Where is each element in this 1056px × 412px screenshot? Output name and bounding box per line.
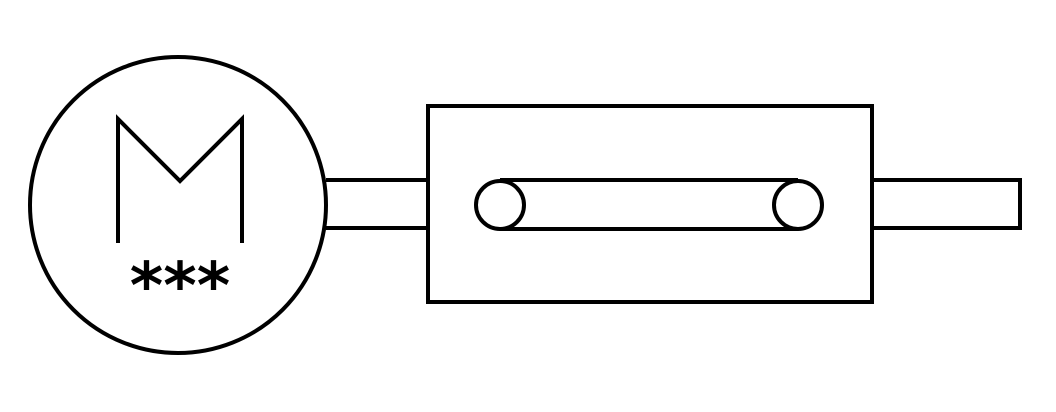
belt-drive (474, 178, 824, 231)
gearbox-housing (426, 104, 874, 304)
pulley-left-icon (474, 179, 526, 231)
motor-phase-label: *** (130, 250, 230, 324)
motor: *** (28, 55, 328, 355)
motor-m-letter-icon (116, 114, 244, 243)
motor-circle (28, 55, 328, 355)
pulley-right-icon (772, 179, 824, 231)
shaft-right (870, 178, 1022, 230)
shaft-left (326, 178, 428, 230)
